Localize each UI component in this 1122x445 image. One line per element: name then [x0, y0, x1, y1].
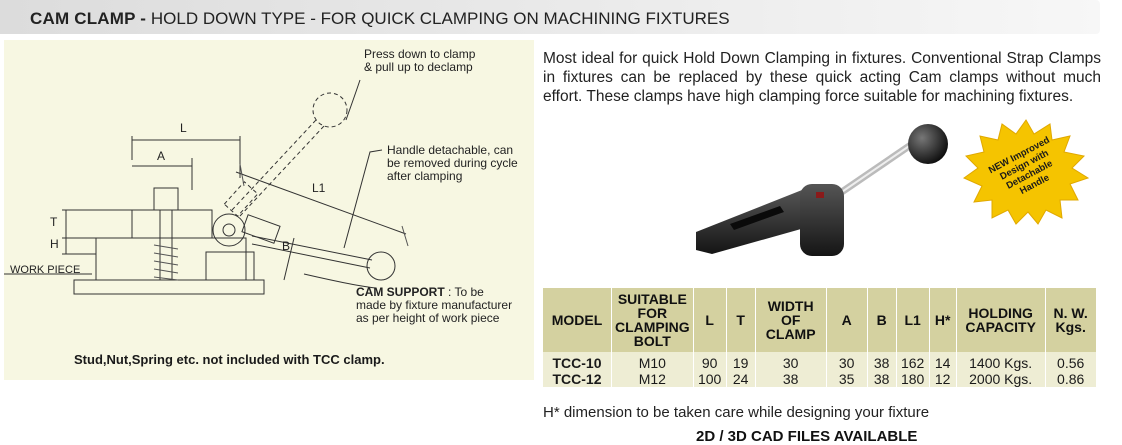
starburst-icon [962, 119, 1090, 225]
cell-capacity: 2000 Kgs. [956, 371, 1046, 387]
press-note: Press down to clamp & pull up to declamp [364, 48, 475, 74]
work-piece-outline [73, 279, 265, 295]
dim-label-l: L [180, 121, 187, 135]
table-header-row: MODEL SUITABLE FOR CLAMPING BOLT L T WID… [543, 288, 1097, 352]
cell-a: 35 [826, 371, 868, 387]
cad-files-link[interactable]: 2D / 3D CAD FILES AVAILABLE [696, 428, 918, 445]
clamp-body [95, 237, 247, 281]
cam-support-line1: : To be [444, 285, 484, 299]
press-note-line1: Press down to clamp [364, 47, 476, 61]
handle-note-line3: after clamping [387, 169, 463, 183]
col-l: L [693, 288, 727, 352]
handle-knob [366, 251, 396, 281]
dim-label-a: A [157, 149, 166, 163]
press-note-line2: & pull up to declamp [364, 60, 473, 74]
cell-width: 38 [755, 371, 827, 387]
cell-weight: 0.56 [1045, 352, 1097, 371]
col-l1: L1 [896, 288, 930, 352]
cell-capacity: 1400 Kgs. [956, 352, 1046, 371]
col-capacity: HOLDING CAPACITY [956, 288, 1046, 352]
cell-width: 30 [755, 352, 827, 371]
cell-model: TCC-10 [543, 352, 612, 371]
technical-drawing: Press down to clamp & pull up to declamp… [4, 40, 534, 380]
cell-l: 90 [693, 352, 727, 371]
col-bolt: SUITABLE FOR CLAMPING BOLT [611, 288, 694, 352]
table-row: TCC-10 M10 90 19 30 30 38 162 14 1400 Kg… [543, 352, 1097, 371]
dim-label-b: B [282, 239, 291, 253]
col-width: WIDTH OF CLAMP [755, 288, 827, 352]
col-a: A [826, 288, 868, 352]
cam-circle [212, 213, 246, 247]
col-h: H* [929, 288, 957, 352]
cell-l1: 162 [896, 352, 930, 371]
title-bar: CAM CLAMP - HOLD DOWN TYPE - FOR QUICK C… [0, 0, 1100, 34]
cam-support-title: CAM SUPPORT [356, 285, 445, 299]
cell-model: TCC-12 [543, 371, 612, 387]
col-b: B [867, 288, 897, 352]
product-photo [696, 124, 948, 256]
cam-support-note: CAM SUPPORT : To be made by fixture manu… [356, 286, 512, 325]
cam-support [205, 251, 255, 281]
cell-t: 19 [726, 352, 756, 371]
table-row: TCC-12 M12 100 24 38 35 38 180 12 2000 K… [543, 371, 1097, 387]
new-design-badge: NEW Improved Design with Detachable Hand… [962, 118, 1090, 226]
cell-b: 38 [867, 371, 897, 387]
handle-note: Handle detachable, can be removed during… [387, 144, 518, 183]
drawing-svg [4, 79, 409, 295]
cell-l1: 180 [896, 371, 930, 387]
col-t: T [726, 288, 756, 352]
cam-support-line3: as per height of work piece [356, 311, 500, 325]
handle-note-line1: Handle detachable, can [387, 143, 514, 157]
cell-a: 30 [826, 352, 868, 371]
page-title: CAM CLAMP - HOLD DOWN TYPE - FOR QUICK C… [30, 9, 730, 29]
title-rest: HOLD DOWN TYPE - FOR QUICK CLAMPING ON M… [146, 9, 730, 28]
handle-note-line2: be removed during cycle [387, 156, 518, 170]
cell-bolt: M12 [611, 371, 694, 387]
stud-nut [153, 187, 179, 211]
h-dimension-note: H* dimension to be taken care while desi… [543, 404, 930, 421]
not-included-note: Stud,Nut,Spring etc. not included with T… [74, 352, 385, 367]
col-weight: N. W. Kgs. [1045, 288, 1097, 352]
cell-bolt: M10 [611, 352, 694, 371]
dim-label-h: H [50, 237, 59, 251]
cell-b: 38 [867, 352, 897, 371]
dim-label-t: T [50, 215, 58, 229]
cell-h: 12 [929, 371, 957, 387]
title-bold: CAM CLAMP - [30, 9, 147, 28]
cell-l: 100 [693, 371, 727, 387]
work-piece-label: WORK PIECE [10, 264, 81, 276]
dim-label-l1: L1 [312, 181, 326, 195]
cell-weight: 0.86 [1045, 371, 1097, 387]
cell-t: 24 [726, 371, 756, 387]
cam-support-line2: made by fixture manufacturer [356, 298, 513, 312]
cell-h: 14 [929, 352, 957, 371]
specifications-table: MODEL SUITABLE FOR CLAMPING BOLT L T WID… [543, 288, 1097, 387]
col-model: MODEL [543, 288, 612, 352]
product-description: Most ideal for quick Hold Down Clamping … [543, 50, 1101, 105]
